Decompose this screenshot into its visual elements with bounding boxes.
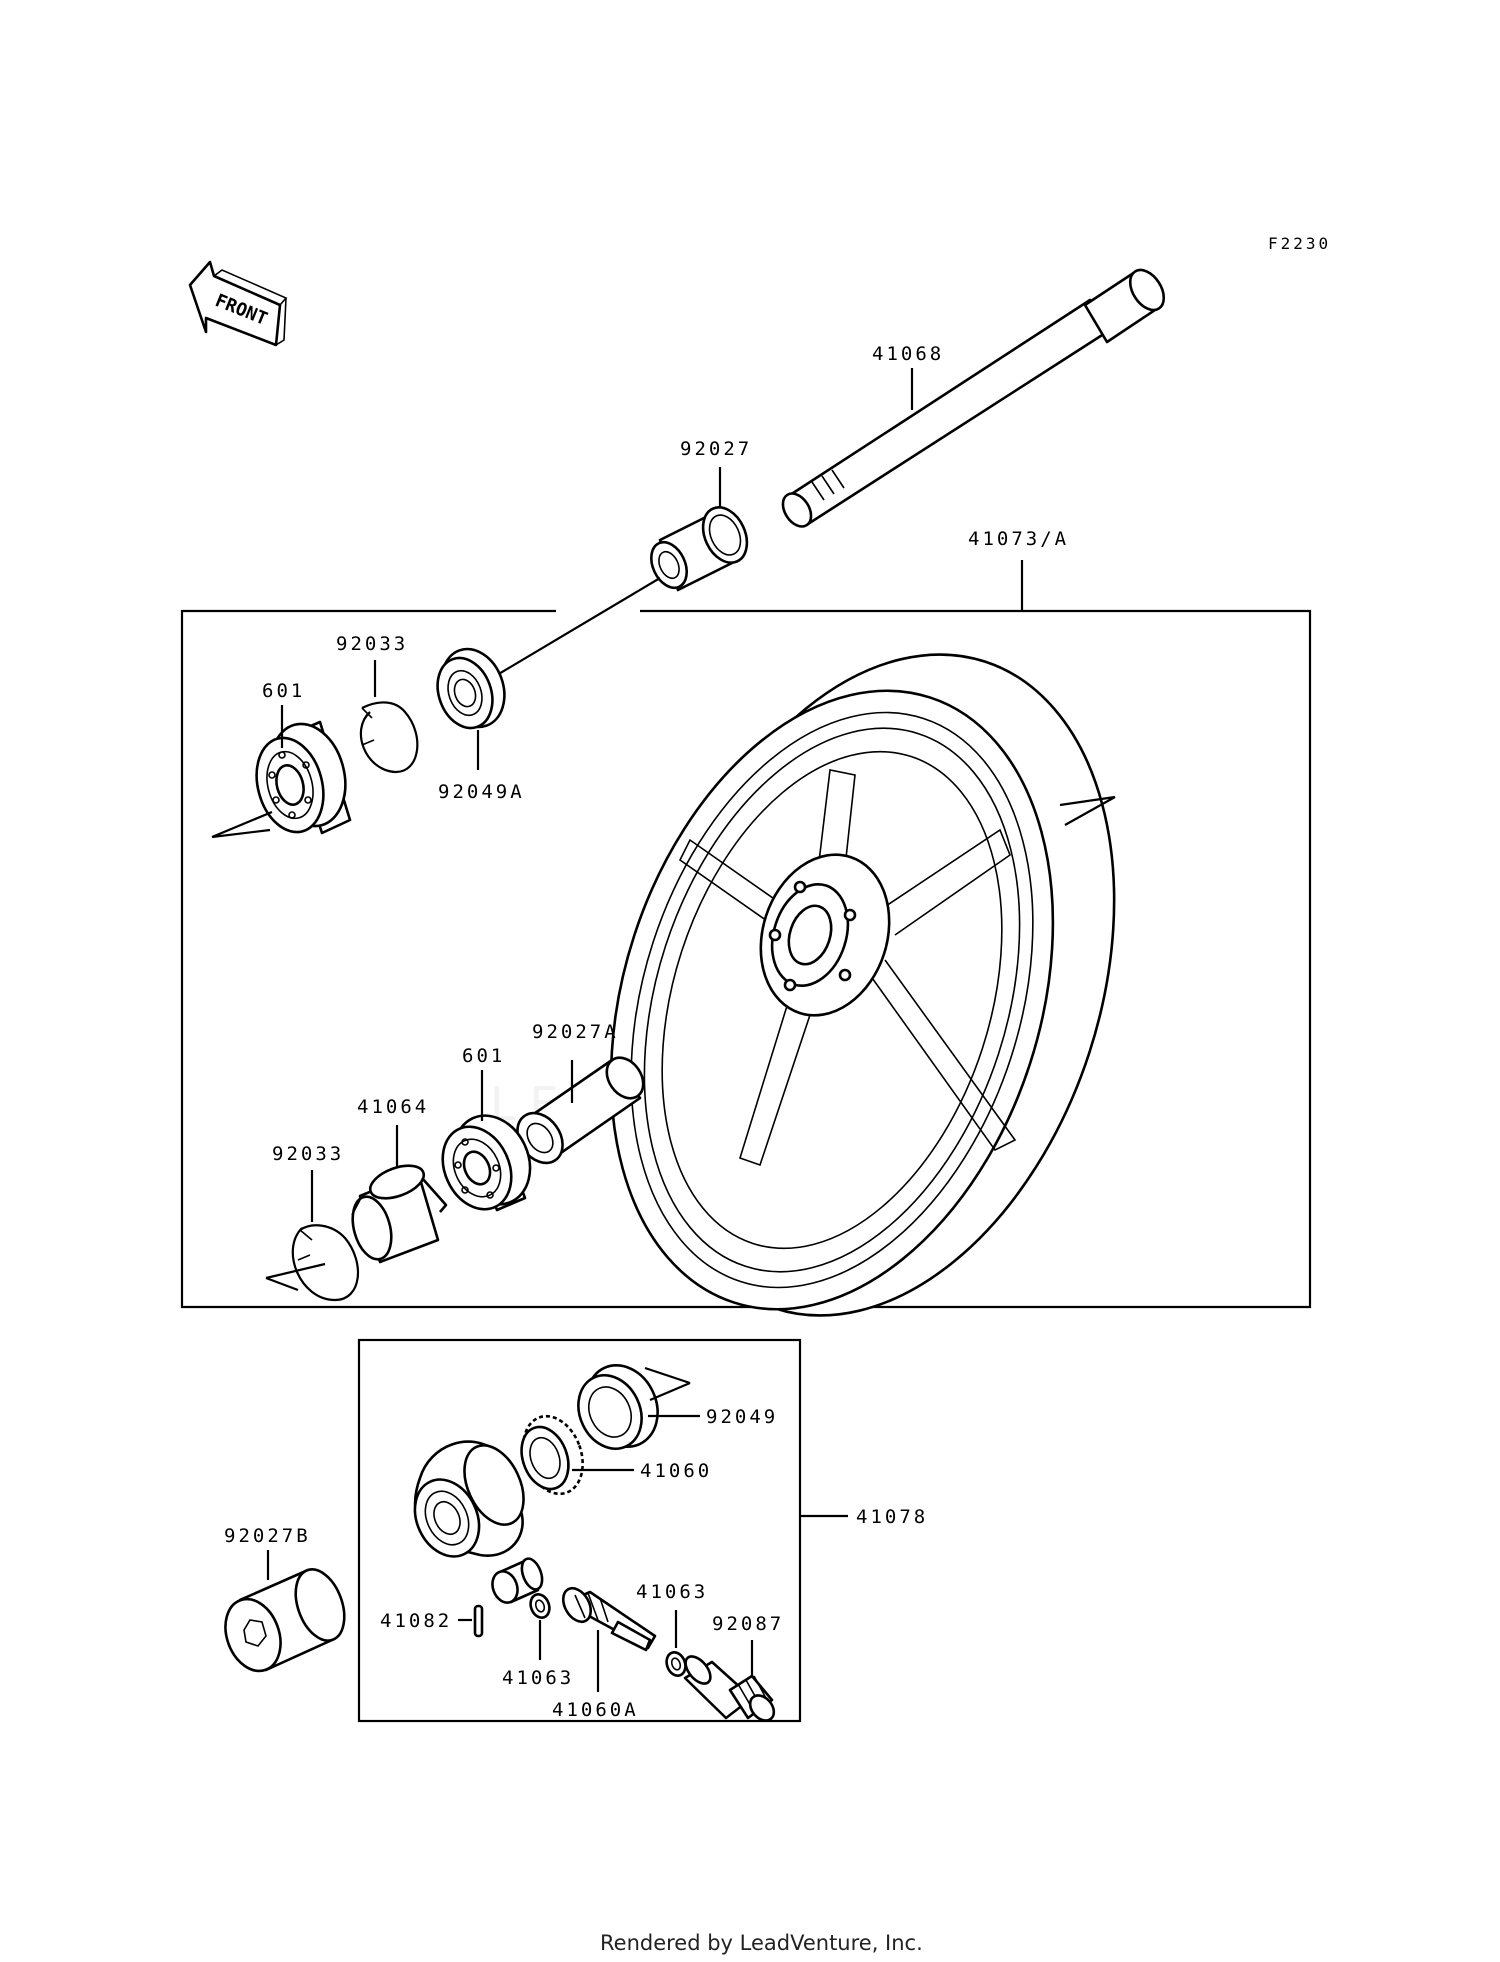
figure-code: F2230	[1268, 234, 1331, 253]
bearing-top-indicator	[211, 810, 273, 839]
meter-gear-box	[357, 1338, 802, 1723]
circlip-bottom-indicator	[265, 1262, 326, 1292]
label-41064: 41064	[357, 1096, 429, 1118]
label-41060: 41060	[640, 1460, 712, 1482]
pinion-41060a	[561, 1586, 657, 1652]
oil-seal-top	[436, 647, 506, 730]
label-41060a: 41060A	[552, 1699, 639, 1721]
collar-bottom	[224, 1568, 346, 1673]
front-arrow-icon: FRONT	[188, 260, 288, 347]
label-41063-right: 41063	[636, 1581, 708, 1603]
front-wheel	[609, 653, 1116, 1317]
label-601-top: 601	[262, 680, 305, 702]
label-92049: 92049	[706, 1406, 778, 1428]
label-92027b: 92027B	[224, 1525, 311, 1547]
small-collar	[491, 1557, 544, 1604]
footer-credit: Rendered by LeadVenture, Inc.	[600, 1931, 923, 1955]
label-92027: 92027	[680, 438, 752, 460]
gear-housing	[413, 1440, 525, 1558]
label-92033-top: 92033	[336, 633, 408, 655]
oil-seal-gear	[577, 1364, 659, 1450]
collar-top	[650, 506, 749, 592]
label-41068: 41068	[872, 343, 944, 365]
axle-shaft	[781, 268, 1166, 528]
label-92049a: 92049A	[438, 781, 525, 803]
label-41078: 41078	[856, 1506, 928, 1528]
collar-mid	[516, 1056, 645, 1165]
bearing-mid	[441, 1114, 532, 1212]
label-41063-left: 41063	[502, 1667, 574, 1689]
label-41082: 41082	[380, 1610, 452, 1632]
bushing-92087	[683, 1655, 776, 1722]
label-92087: 92087	[712, 1613, 784, 1635]
washer-left	[529, 1593, 551, 1619]
pin-41082	[473, 1604, 484, 1638]
bearing-top	[255, 720, 352, 835]
gear-41060	[520, 1414, 584, 1496]
tire-indicator	[1059, 795, 1116, 826]
label-92033-bottom: 92033	[272, 1143, 344, 1165]
label-41073a: 41073/A	[968, 528, 1069, 550]
circlip-top	[359, 701, 419, 774]
retainer-41064	[351, 1164, 448, 1264]
circlip-bottom	[291, 1224, 359, 1302]
washer-right	[665, 1651, 687, 1677]
label-601-mid: 601	[462, 1045, 505, 1067]
oil-seal-indicator	[644, 1366, 691, 1402]
label-92027a: 92027A	[532, 1021, 619, 1043]
